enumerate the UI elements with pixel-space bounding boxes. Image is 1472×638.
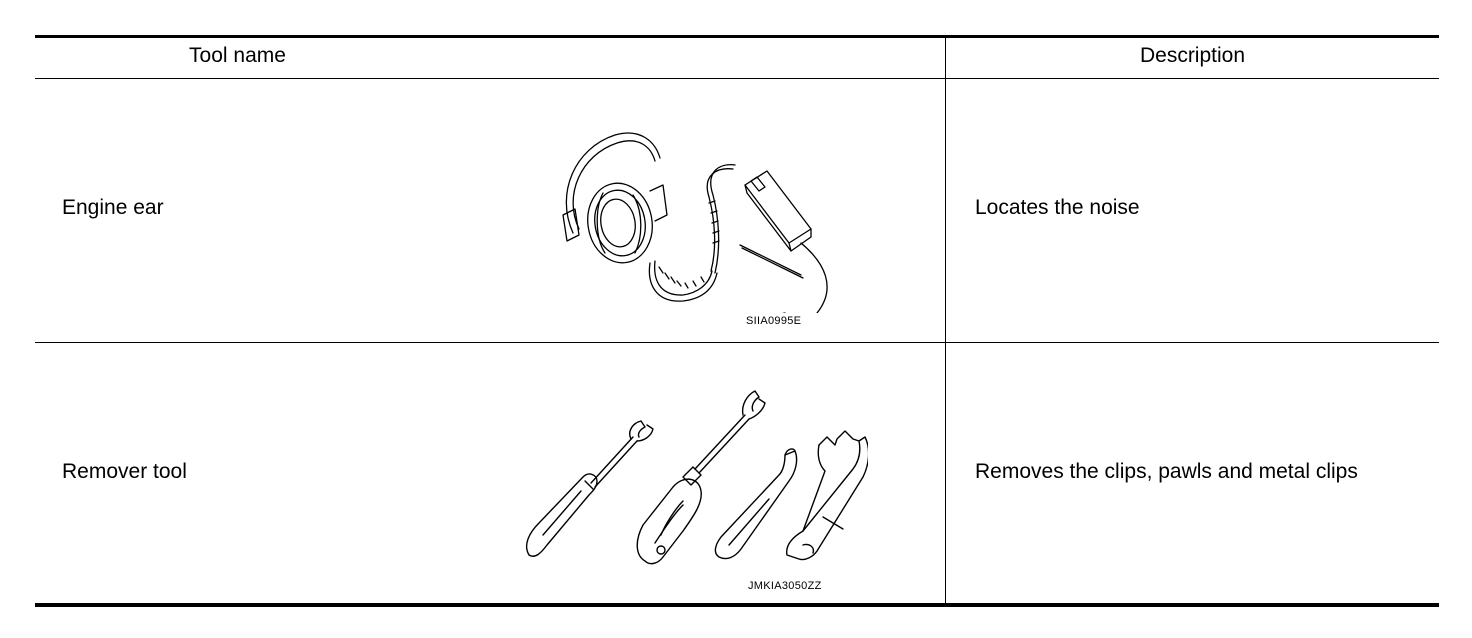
tool-name-cell: Remover tool (62, 460, 187, 483)
illustration-code-label: JMKIA3050ZZ (748, 580, 822, 592)
engine-ear-illustration (555, 123, 835, 313)
tool-name-cell: Engine ear (62, 196, 164, 219)
illustration-code-label: SIIA0995E (746, 315, 802, 327)
description-cell: Locates the noise (975, 196, 1140, 219)
column-divider (945, 35, 946, 605)
description-cell: Removes the clips, pawls and metal clips (975, 460, 1358, 483)
remover-tool-illustration (523, 385, 868, 565)
header-description: Description (1139, 44, 1246, 67)
tool-table: Tool name Description Engine ear (35, 35, 1439, 607)
table-bottom-rule (35, 603, 1439, 607)
header-divider (35, 78, 1439, 79)
table-top-rule (35, 35, 1439, 38)
row-divider (35, 342, 1439, 343)
header-tool-name: Tool name (189, 44, 286, 67)
